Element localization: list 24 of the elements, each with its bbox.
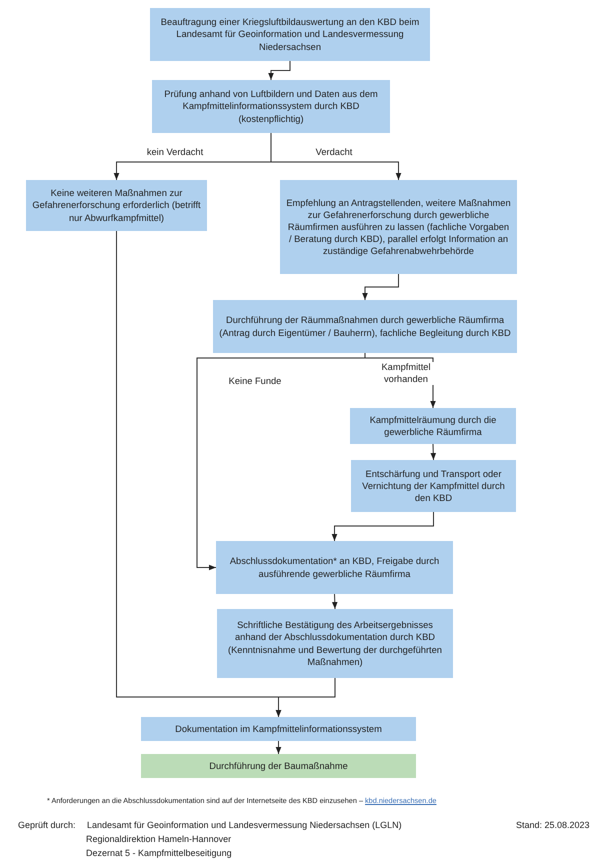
footer-text: Landesamt für Geoinformation und Landesvermessung Niedersachsen (LGLN): [87, 820, 402, 830]
footer-text: Geprüft durch:: [18, 820, 76, 830]
footer-text: Dezernat 5 - Kampfmittelbeseitigung: [86, 848, 232, 858]
process-box: Keine weiteren Maßnahmen zur Gefahrenerforschung erforderlich (betrifft nur Abwurfkampfmittel): [26, 180, 207, 231]
arrow: [276, 678, 336, 718]
process-box: Dokumentation im Kampfmittelinformationssystem: [141, 717, 416, 741]
arrow: [276, 740, 282, 754]
arrow: [430, 444, 436, 460]
arrow: [332, 512, 434, 542]
process-box: Durchführung der Räummaßnahmen durch gewerbliche Räumfirma (Antrag durch Eigentümer / Bauherrn), fachliche Begleitung durch KBD: [213, 300, 517, 353]
process-box: Beauftragung einer Kriegsluftbildauswertung an den KBD beim Landesamt für Geoinformation und Landesvermessung Niedersachsen: [150, 8, 430, 61]
footer-text: Regionaldirektion Hameln-Hannover: [86, 834, 232, 844]
process-box: Kampfmittelräumung durch die gewerbliche Räumfirma: [350, 408, 516, 444]
arrow: [332, 594, 338, 610]
process-box: Empfehlung an Antragstellenden, weitere Maßnahmen zur Gefahrenerforschung durch gewerbliche Räumfirmen ausführen zu lassen (fachliche Vorgaben / Beratung durch KBD), parallel erfolgt Information an zuständige Gefahrenabwehrbehörde: [280, 180, 517, 274]
date-note: Stand: 25.08.2023: [516, 820, 590, 830]
arrow: [362, 274, 399, 300]
process-box: Schriftliche Bestätigung des Arbeitsergebnisses anhand der Abschlussdokumentation durch KBD (Kenntnisnahme und Bewertung der durchgeführten Maßnahmen): [217, 609, 453, 678]
process-box: Abschlussdokumentation* an KBD, Freigabe durch ausführende gewerbliche Räumfirma: [216, 541, 453, 594]
process-box: Prüfung anhand von Luftbildern und Daten aus dem Kampfmittelinformationssystem durch KBD (kostenpflichtig): [152, 80, 390, 133]
arrow: [270, 132, 402, 180]
arrow: [268, 60, 290, 80]
process-box: Entschärfung und Transport oder Vernichtung der Kampfmittel durch den KBD: [351, 460, 516, 512]
process-box: Durchführung der Baumaßnahme: [141, 754, 416, 778]
